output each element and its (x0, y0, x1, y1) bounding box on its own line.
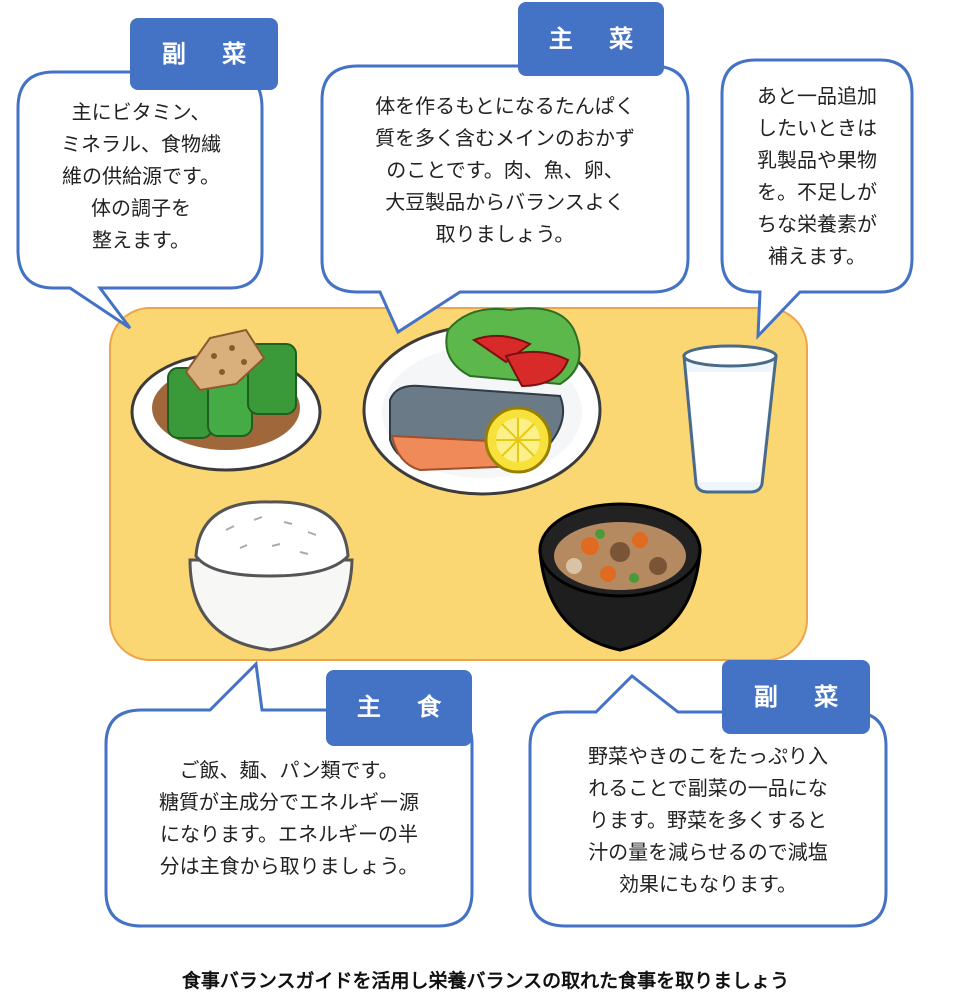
milk-glass-icon (682, 344, 778, 494)
bubble-fukusai-bottom (528, 674, 888, 928)
rice-bowl-icon (188, 500, 354, 652)
text-shushoku: ご飯、麺、パン類です。 糖質が主成分でエネルギー源 になります。エネルギーの半 … (159, 758, 419, 878)
page-caption: 食事バランスガイドを活用し栄養バランスの取れた食事を取りましょう (181, 970, 790, 992)
text-fukusai-top: 主にビタミン、 ミネラル、食物繊 維の供給源です。 体の調子を 整えます。 (61, 100, 221, 252)
text-shusai: 体を作るもとになるたんぱく 質を多く含むメインのおかず のことです。肉、魚、卵、… (375, 94, 635, 246)
miso-soup-icon (538, 502, 702, 652)
bubble-extra (720, 58, 914, 340)
grilled-salmon-plate-icon (362, 307, 602, 496)
label-shusai: 主 菜 (548, 25, 648, 53)
label-box-shushoku (326, 670, 472, 746)
label-box-shusai (518, 2, 664, 76)
text-fukusai-bottom: 野菜やきのこをたっぷり入 れることで副菜の一品にな ります。野菜を多くすると 汁… (588, 744, 828, 896)
bubble-fukusai-top (16, 70, 264, 330)
label-box-fukusai-bottom (722, 660, 870, 734)
bubble-shusai (320, 64, 690, 335)
label-shushoku: 主 食 (356, 693, 456, 721)
spinach-side-dish-icon (130, 328, 322, 472)
label-fukusai-top: 副 菜 (161, 40, 261, 68)
label-fukusai-bottom: 副 菜 (753, 683, 853, 711)
label-box-fukusai-top (130, 18, 278, 90)
text-extra: あと一品追加 したいときは 乳製品や果物 を。不足しが ちな栄養素が 補えます。 (757, 84, 877, 268)
